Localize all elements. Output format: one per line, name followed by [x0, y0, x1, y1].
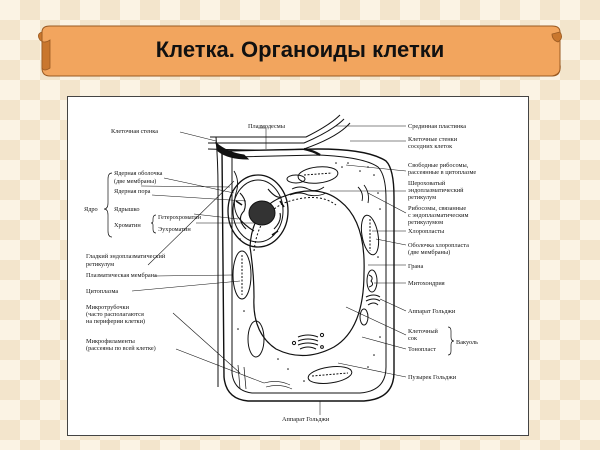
- label-smooth-er-1: Гладкий эндоплазматический: [86, 253, 166, 260]
- leader-lines: [131, 125, 407, 415]
- cell-wall-outer: [221, 148, 395, 402]
- label-cell-sap-2: сок: [408, 335, 418, 342]
- label-rough-er-1: Шероховатый: [408, 180, 446, 187]
- label-bound-ribosomes-1: Рибосомы, связанные: [408, 205, 466, 212]
- label-middle-lamella: Срединная пластинка: [408, 123, 466, 130]
- label-microtubules-2: (часто располагаются: [86, 311, 144, 318]
- rough-er: [289, 184, 369, 204]
- plant-cell-diagram: Клеточная стенка Ядерная оболочка (две м…: [84, 114, 478, 423]
- label-free-ribosomes-2: рассеянные в цитоплазме: [408, 169, 476, 176]
- label-free-ribosomes-1: Свободные рибосомы,: [408, 162, 469, 169]
- label-vacuole: Вакуоль: [456, 339, 478, 346]
- label-rough-er-3: ретикулум: [408, 194, 436, 201]
- label-mitochondrion: Митохондрия: [408, 280, 445, 287]
- label-braces: [103, 172, 455, 356]
- diagram-panel: Клеточная стенка Ядерная оболочка (две м…: [67, 96, 529, 436]
- label-golgi-vesicle: Пузырек Гольджи: [408, 374, 457, 381]
- label-cytoplasm: Цитоплазма: [86, 288, 118, 295]
- label-microtubules-1: Микротрубочки: [86, 304, 130, 311]
- label-chloroplast-envelope-1: Оболочка хлоропласта: [408, 242, 469, 249]
- label-adjacent-walls-2: соседних клеток: [408, 143, 453, 150]
- label-rough-er-2: эндоплазматический: [408, 187, 464, 194]
- nucleus: [227, 174, 289, 248]
- label-nuclear-envelope-sub: (две мембраны): [114, 178, 156, 185]
- label-nuclear-pore: Ядерная пора: [114, 188, 151, 195]
- label-microfilaments-1: Микрофиламенты: [86, 338, 136, 345]
- label-bound-ribosomes-3: ретикулумом: [408, 219, 443, 226]
- microtubules: [237, 364, 247, 390]
- label-euchromatin: Эухроматин: [158, 226, 191, 233]
- label-cell-sap-1: Клеточный: [408, 328, 439, 335]
- label-bound-ribosomes-2: с эндоплазматическим: [408, 212, 469, 219]
- title-scroll-banner: [38, 25, 562, 77]
- chloroplast-left: [232, 250, 252, 300]
- microfilaments: [263, 381, 293, 390]
- label-nucleolus: Ядрышко: [114, 206, 140, 213]
- vacuole: [249, 190, 365, 357]
- ribosome-dots: [237, 162, 381, 382]
- label-tonoplast: Тонопласт: [408, 346, 436, 353]
- label-chromatin: Хроматин: [114, 222, 141, 229]
- chloroplast-bottom: [307, 366, 353, 384]
- chloroplast-lower-left: [247, 320, 265, 358]
- label-plasma-membrane: Плазматическая мембрана: [86, 272, 157, 279]
- label-microtubules-3: на периферии клетки): [86, 318, 145, 325]
- label-adjacent-walls-1: Клеточные стенки: [408, 136, 458, 143]
- plasma-membrane: [231, 154, 387, 394]
- label-plasmodesmata: Плазмодесмы: [248, 123, 286, 130]
- label-smooth-er-2: ретикулум: [86, 261, 114, 268]
- golgi-apparatus: [291, 294, 381, 350]
- label-cell-wall: Клеточная стенка: [111, 128, 158, 135]
- label-chloroplast-envelope-2: (две мембраны): [408, 249, 450, 256]
- label-golgi-right: Аппарат Гольджи: [408, 308, 456, 315]
- chloroplast-right: [360, 214, 380, 256]
- label-microfilaments-2: (рассеяны по всей клетке): [86, 345, 156, 352]
- label-grana: Грана: [408, 263, 424, 270]
- label-chloroplasts: Хлоропласты: [408, 228, 445, 235]
- wall-junction: [215, 141, 250, 160]
- label-golgi-bottom: Аппарат Гольджи: [282, 416, 330, 423]
- label-nuclear-envelope: Ядерная оболочка: [114, 170, 163, 177]
- label-heterochromatin: Гетерохроматин: [158, 214, 202, 221]
- label-nucleus: Ядро: [84, 206, 98, 213]
- chloroplast-top: [297, 166, 339, 184]
- smooth-er: [233, 170, 239, 218]
- slide-title: Клетка. Органоиды клетки: [155, 37, 445, 62]
